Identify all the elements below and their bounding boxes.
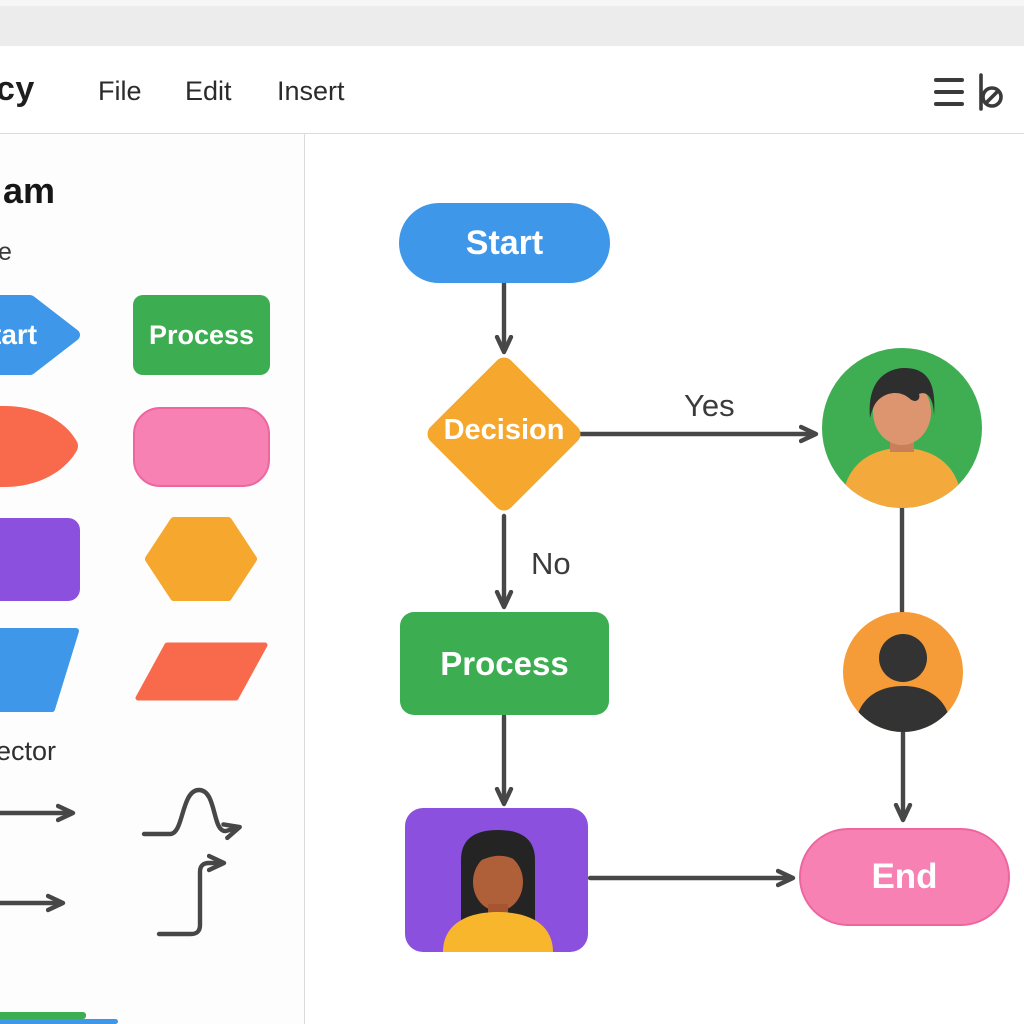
node-process-label: Process bbox=[440, 644, 569, 682]
node-end-label: End bbox=[871, 857, 938, 896]
node-start-label: Start bbox=[465, 223, 544, 262]
menu-lines-icon[interactable] bbox=[932, 73, 972, 111]
avatar-orange-person-node[interactable] bbox=[843, 612, 963, 732]
connector-curve-arrow[interactable] bbox=[140, 780, 264, 846]
palette-rectangle-shape[interactable] bbox=[0, 518, 80, 601]
node-start[interactable]: Start bbox=[399, 203, 610, 283]
node-decision-label: Decision bbox=[443, 414, 565, 446]
palette-hexagon-shape[interactable] bbox=[143, 516, 259, 602]
shape-palette-sidebar: am e tart Process bbox=[0, 134, 305, 1024]
pen-icon[interactable] bbox=[978, 72, 1006, 112]
shapes-section-label: e bbox=[0, 238, 12, 266]
palette-start-label: tart bbox=[0, 319, 38, 350]
app-name: cy bbox=[0, 70, 35, 108]
window-chrome-strip bbox=[0, 0, 1024, 46]
connector-straight-arrow[interactable] bbox=[0, 795, 85, 831]
sidebar-heading: am bbox=[3, 170, 56, 211]
menu-item-insert[interactable]: Insert bbox=[277, 76, 345, 106]
menubar: cy File Edit Insert bbox=[0, 46, 1024, 134]
palette-rounded-rect-shape[interactable] bbox=[133, 407, 270, 487]
edge-label-no: No bbox=[531, 546, 571, 581]
palette-partial-shape-green[interactable] bbox=[0, 1012, 86, 1019]
menu-item-edit[interactable]: Edit bbox=[185, 76, 232, 106]
edge-label-yes: Yes bbox=[684, 388, 735, 423]
avatar-green-person-node[interactable] bbox=[822, 348, 982, 508]
node-end[interactable]: End bbox=[799, 828, 1010, 926]
menu-item-file[interactable]: File bbox=[98, 76, 142, 106]
avatar-purple-person-node[interactable] bbox=[405, 808, 588, 952]
palette-partial-shape-blue[interactable] bbox=[0, 1019, 118, 1024]
palette-process-shape[interactable]: Process bbox=[133, 295, 270, 375]
node-process[interactable]: Process bbox=[400, 612, 609, 715]
palette-process-label: Process bbox=[148, 319, 255, 350]
palette-ellipse-shape[interactable] bbox=[0, 404, 82, 489]
palette-start-shape[interactable]: tart bbox=[0, 295, 80, 375]
palette-parallelogram-shape[interactable] bbox=[135, 642, 269, 701]
connector-elbow-arrow[interactable] bbox=[155, 850, 241, 942]
connector-section-label: ector bbox=[0, 736, 57, 766]
palette-trapezoid-shape[interactable] bbox=[0, 628, 80, 712]
connector-straight-arrow-2[interactable] bbox=[0, 885, 75, 921]
